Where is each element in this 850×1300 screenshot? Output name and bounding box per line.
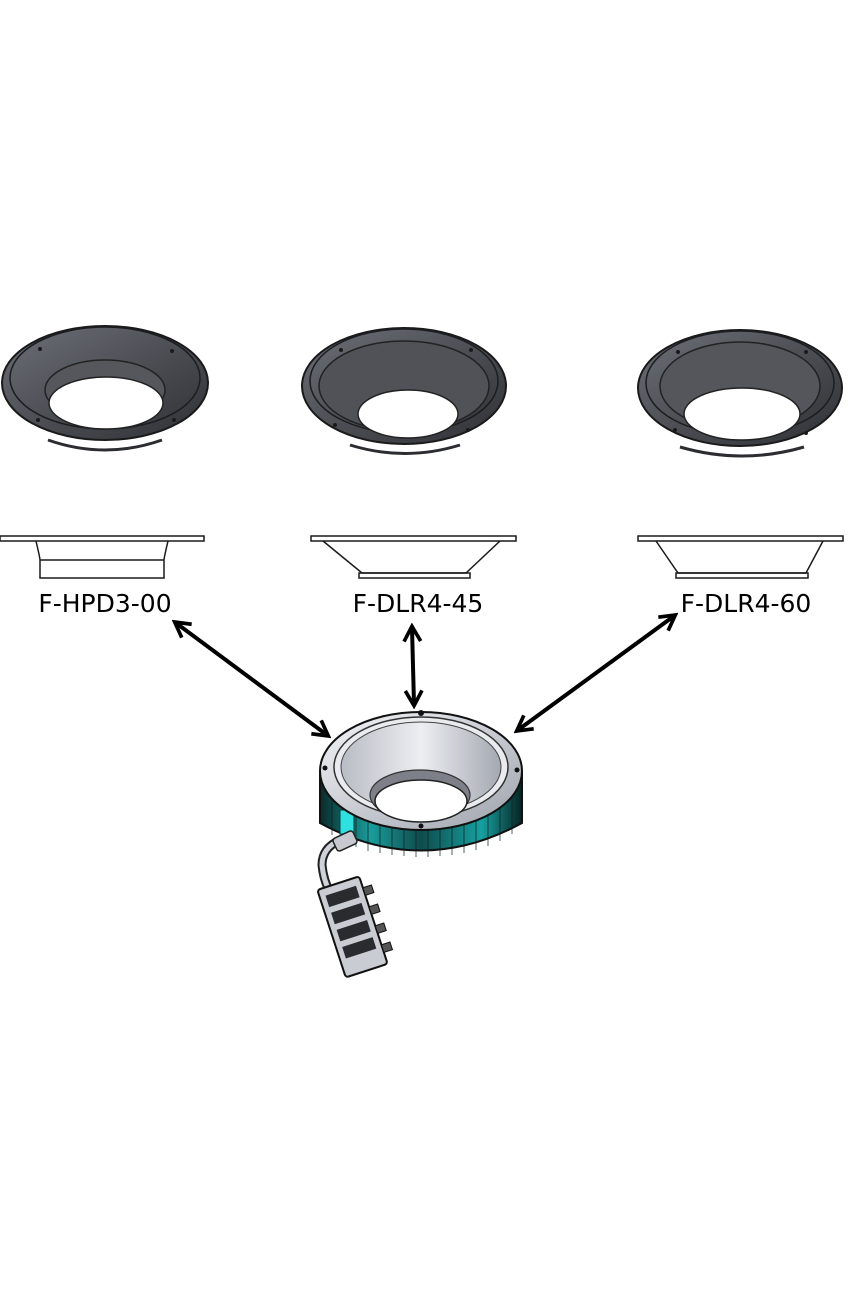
diffuser-label-dlr4-45: F-DLR4-45 [353, 589, 484, 618]
diffuser-label-hpd3-00: F-HPD3-00 [38, 589, 171, 618]
diffuser-dlr4-45-profile [310, 535, 517, 579]
diffuser-dlr4-60-profile [637, 535, 844, 579]
arrow-dlr4-60-to-ring [518, 616, 674, 730]
diffuser-label-dlr4-60: F-DLR4-60 [681, 589, 812, 618]
arrow-hpd3-00-to-ring [176, 623, 327, 735]
ring-light-with-cable-icon [317, 710, 523, 978]
diffuser-dlr4-45-render [301, 327, 507, 455]
diffuser-hpd3-00-render [1, 325, 209, 452]
connection-arrows [176, 616, 674, 735]
arrow-dlr4-45-to-ring [412, 628, 414, 704]
diffuser-hpd3-00-profile [0, 535, 205, 579]
diffuser-dlr4-60-render [637, 329, 843, 458]
